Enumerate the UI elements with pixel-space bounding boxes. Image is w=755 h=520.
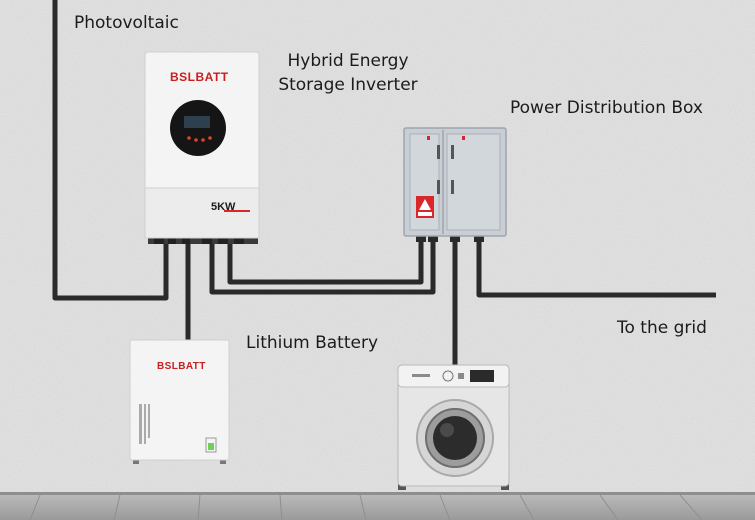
distribution-box	[403, 127, 507, 242]
hybrid-inverter	[144, 51, 260, 244]
lithium-battery	[129, 339, 230, 464]
wall-texture	[0, 0, 755, 495]
battery-brand-logo: BSLBATT	[157, 361, 206, 372]
cable-inverter-box-1	[209, 240, 436, 295]
to-grid-label: To the grid	[617, 318, 707, 338]
inverter-brand-logo: BSLBATT	[170, 70, 229, 84]
washing-machine	[397, 364, 510, 490]
photovoltaic-label: Photovoltaic	[74, 13, 179, 33]
floor	[0, 492, 755, 520]
cables	[52, 0, 716, 365]
cable-grid	[476, 240, 716, 298]
warning-icon	[416, 196, 434, 218]
lithium-battery-label: Lithium Battery	[246, 333, 379, 353]
inverter-rating-label: 5KW	[211, 201, 236, 213]
cable-inverter-box-2	[227, 240, 424, 285]
inverter-label-line2: Storage Inverter	[278, 75, 418, 95]
cable-photovoltaic	[52, 0, 169, 301]
inverter-label-line1: Hybrid Energy	[287, 51, 409, 71]
distribution-box-label: Power Distribution Box	[510, 98, 703, 118]
